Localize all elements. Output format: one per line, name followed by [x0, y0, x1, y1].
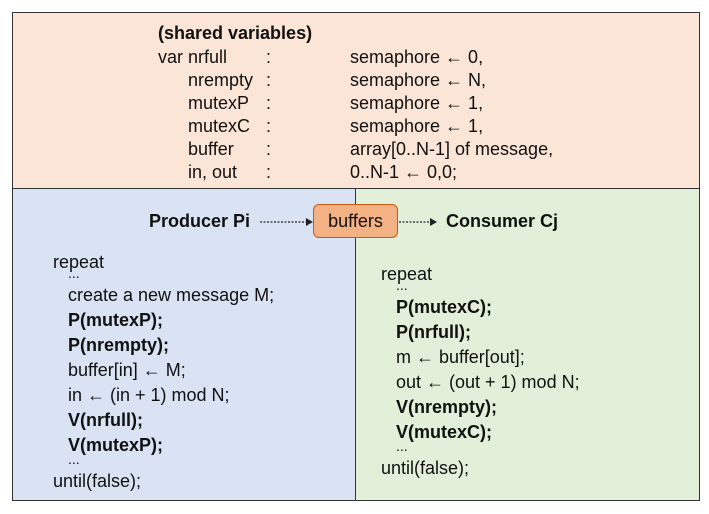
- producer-line: V(nrfull);: [68, 410, 143, 430]
- producer-line: V(mutexP);: [68, 435, 164, 455]
- shared-type: semaphore ← 1,: [350, 93, 484, 113]
- shared-type: semaphore ← 0,: [350, 47, 484, 67]
- producer-line: ...: [68, 451, 80, 467]
- shared-type: semaphore ← N,: [350, 70, 487, 90]
- consumer-title: Consumer Cj: [446, 211, 559, 231]
- shared-colon: :: [266, 47, 272, 67]
- consumer-line: out ← (out + 1) mod N;: [396, 372, 580, 392]
- consumer-line: P(nrfull);: [396, 322, 471, 342]
- consumer-line: V(mutexC);: [396, 422, 493, 442]
- shared-header: (shared variables): [158, 23, 313, 43]
- producer-line: buffer[in] ← M;: [68, 360, 186, 380]
- shared-name: in, out: [188, 162, 238, 182]
- shared-colon: :: [266, 70, 272, 90]
- consumer-line: ...: [396, 277, 408, 293]
- shared-name: mutexC: [188, 116, 251, 136]
- consumer-line: repeat: [381, 264, 433, 284]
- producer-line: ...: [68, 265, 80, 281]
- shared-colon: :: [266, 116, 272, 136]
- consumer-line: P(mutexC);: [396, 297, 493, 317]
- shared-type: 0..N-1 ← 0,0;: [350, 162, 458, 182]
- buffers-node: buffers: [313, 204, 398, 238]
- consumer-line: ...: [396, 438, 408, 454]
- producer-line: repeat: [53, 252, 105, 272]
- consumer-panel: [355, 188, 700, 501]
- consumer-line: V(nrempty);: [396, 397, 498, 417]
- producer-panel: [12, 188, 357, 501]
- producer-line: create a new message M;: [68, 285, 275, 305]
- producer-line: P(nrempty);: [68, 335, 170, 355]
- shared-type: semaphore ← 1,: [350, 116, 484, 136]
- shared-colon: :: [266, 162, 272, 182]
- shared-name: buffer: [188, 139, 234, 159]
- shared-colon: :: [266, 139, 272, 159]
- shared-name: mutexP: [188, 93, 250, 113]
- arrow-buffers-to-consumer: [399, 218, 437, 226]
- shared-name: nrempty: [188, 70, 254, 90]
- shared-name: var nrfull: [158, 47, 228, 67]
- producer-title: Producer Pi: [149, 211, 251, 231]
- consumer-line: m ← buffer[out];: [396, 347, 525, 367]
- arrow-producer-to-buffers: [260, 218, 313, 226]
- producer-line: until(false);: [53, 471, 142, 491]
- producer-line: P(mutexP);: [68, 310, 164, 330]
- shared-type: array[0..N-1] of message,: [350, 139, 554, 159]
- shared-variables-panel: [12, 12, 700, 190]
- producer-line: in ← (in + 1) mod N;: [68, 385, 230, 405]
- consumer-line: until(false);: [381, 458, 470, 478]
- shared-colon: :: [266, 93, 272, 113]
